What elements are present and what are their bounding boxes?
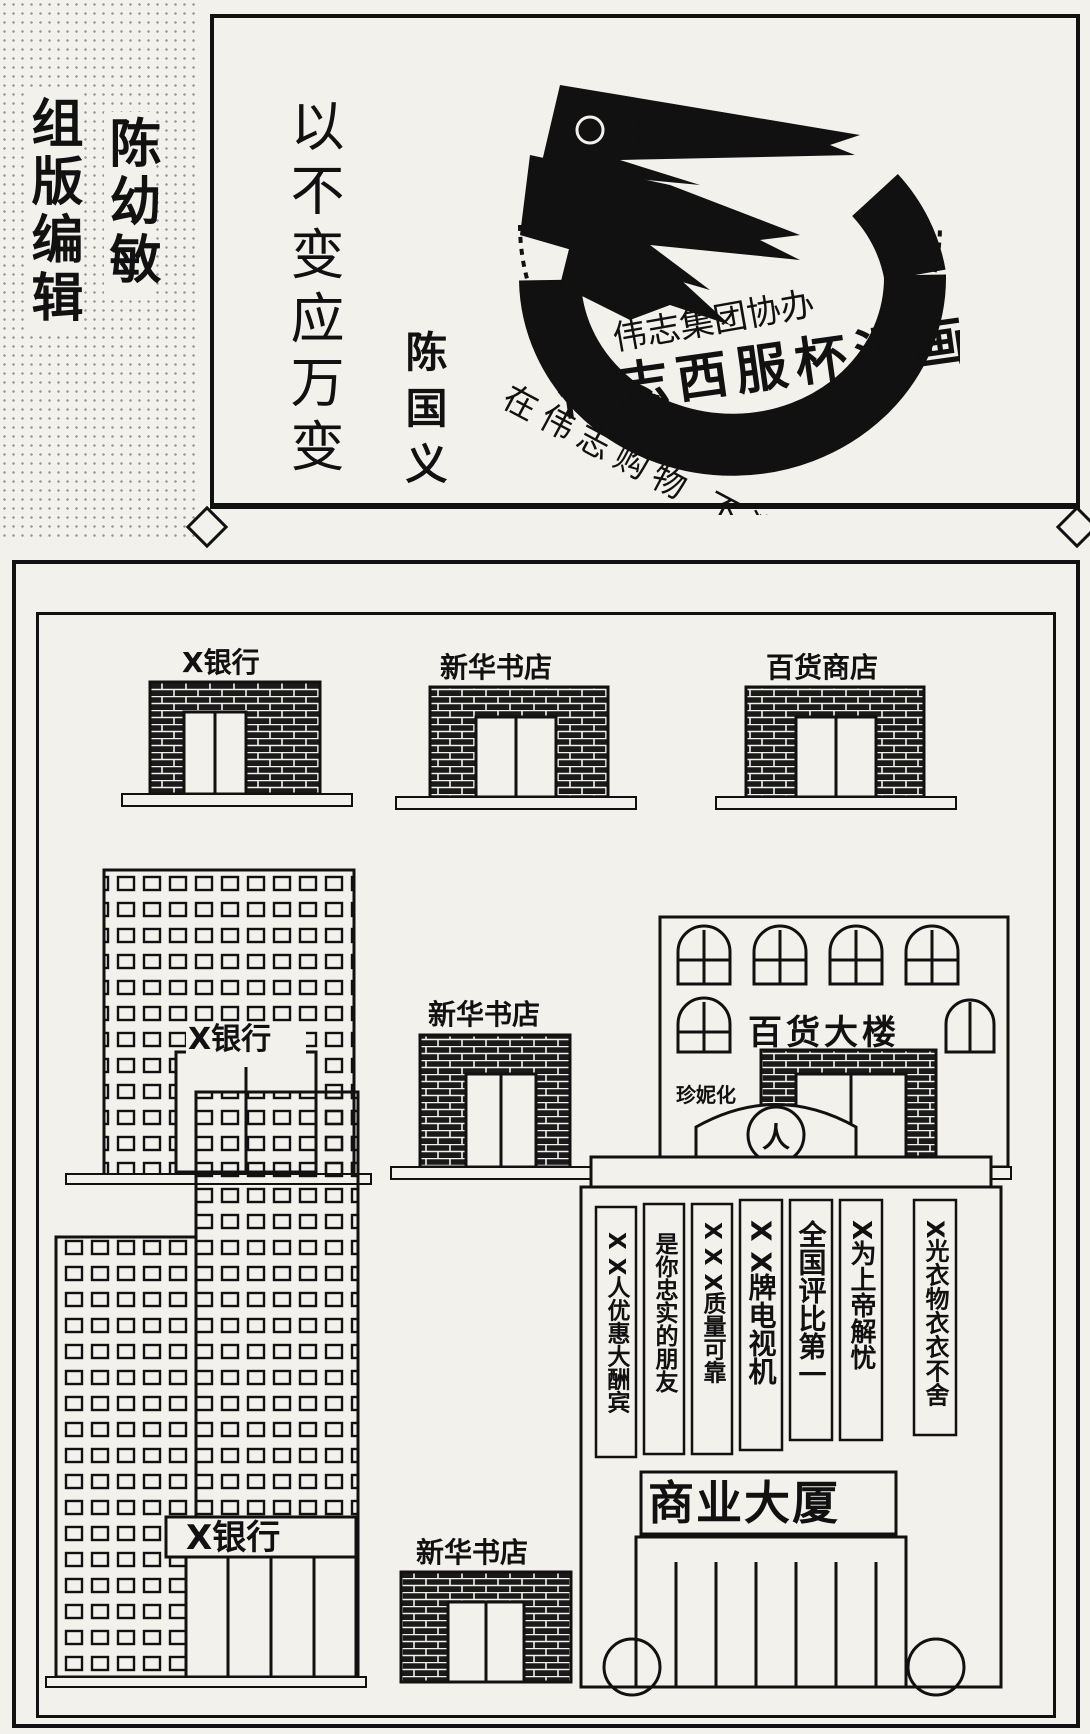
mall-banner-4: X X牌电视机 (745, 1220, 778, 1386)
mall-banner-7: X光衣物衣衣不舍 (921, 1220, 950, 1408)
flower-pot-right-icon (906, 1637, 966, 1697)
mall-banner-1: X X人优惠大酬宾 (603, 1232, 631, 1415)
row3-mall: 人 X X人优惠大酬宾 是你忠实的朋友 X X X质量可靠 X X牌电视机 全国… (579, 1103, 1003, 1697)
cartoon-outer-frame (12, 560, 1080, 1728)
cartoon-drawing: X银行 新华书店 百货商店 X银行 新华书店 (45, 646, 1012, 1697)
cartoon-inner-frame (36, 612, 1056, 1718)
advert-flag-upper (540, 85, 860, 185)
corner-diamond-right (1055, 505, 1090, 549)
row1-bookstore: 新华书店 (395, 651, 637, 810)
mall-clock-hand: 人 (762, 1121, 790, 1154)
mall-banner-6: X为上帝解忧 (846, 1220, 876, 1371)
mall-banner-2: 是你忠实的朋友 (651, 1232, 680, 1394)
row1-bank: X银行 (121, 646, 353, 807)
advert-ring-top (851, 174, 946, 282)
mall-banner-5: 全国评比第一 (795, 1219, 828, 1388)
row3-bank: X银行 (45, 1090, 367, 1688)
title-panel (210, 14, 1080, 509)
mall-banners: X X人优惠大酬宾 是你忠实的朋友 X X X质量可靠 X X牌电视机 全国评比… (594, 1198, 958, 1459)
cartoon-author: 陈国义 (399, 330, 448, 498)
mall-banner-3: X X X质量可靠 (699, 1222, 727, 1383)
row1-store-sign: 百货商店 (766, 651, 878, 684)
advert-emblem-icon (575, 115, 605, 145)
row3-bookstore: 新华书店 (399, 1536, 573, 1684)
advert-ring (519, 274, 947, 476)
mall-sign: 商业大厦 (648, 1476, 840, 1530)
editor-name: 陈幼敏 (100, 112, 160, 294)
advert-flag-lower (560, 245, 730, 325)
row2-bank-sign: X银行 (188, 1022, 271, 1057)
cartoon-title: 以不变应万变 (281, 98, 344, 482)
advert-logo: 伟志 伟志集团协办 伟志西服杯漫画 在伟志购物 不满意便退钱 (500, 85, 960, 515)
row2-store-sign: 百货大楼 (748, 1013, 900, 1053)
flower-pot-left-icon (602, 1637, 662, 1697)
row2-store-side-sign: 珍妮化 (676, 1083, 736, 1107)
row1-bank-sign: X银行 (182, 646, 260, 679)
row3-bookstore-sign: 新华书店 (416, 1536, 528, 1569)
advert-flag-middle (520, 155, 800, 290)
row1-bookstore-sign: 新华书店 (440, 651, 552, 684)
row1-store: 百货商店 (715, 651, 957, 810)
row2-bookstore: 新华书店 (390, 998, 602, 1180)
row2-bookstore-sign: 新华书店 (428, 998, 540, 1031)
row3-bank-sign: X银行 (186, 1518, 280, 1558)
editor-role-label: 组版编辑 (22, 92, 82, 332)
